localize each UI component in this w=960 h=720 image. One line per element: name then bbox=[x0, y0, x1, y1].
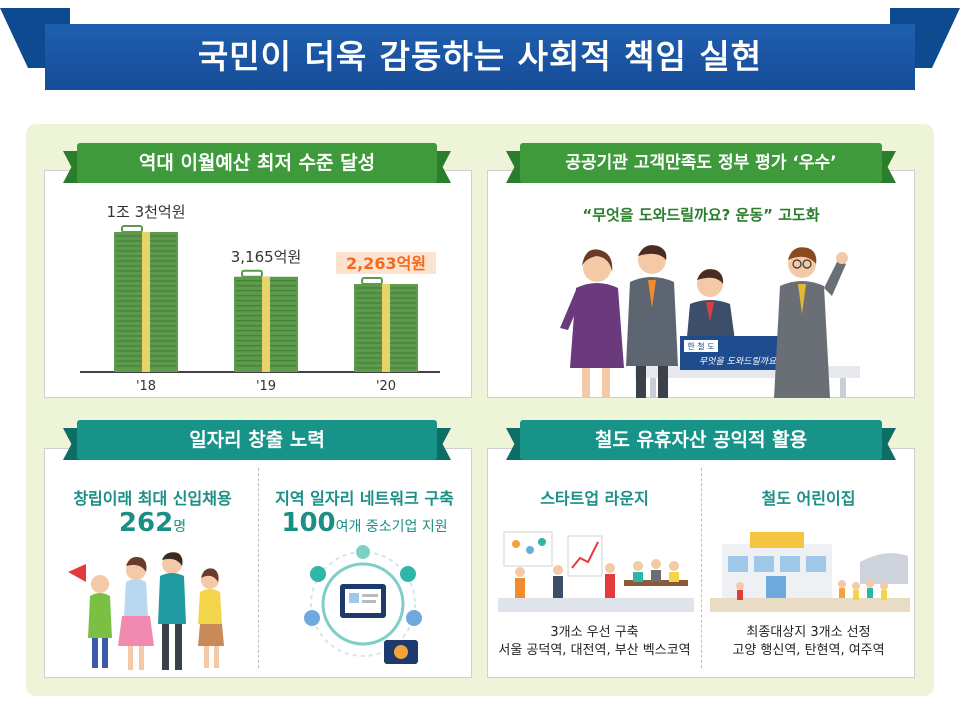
ribbon-carryover-budget: 역대 이월예산 최저 수준 달성 bbox=[63, 143, 451, 183]
daycare-caption-line2: 고양 행신역, 탄현역, 여주역 bbox=[732, 643, 885, 658]
tick-label-1: '19 bbox=[256, 379, 276, 394]
job-network-illustration bbox=[304, 545, 422, 664]
startup-heading: 스타트업 라운지 bbox=[540, 489, 649, 508]
startup-caption-line2: 서울 공덕역, 대전역, 부산 벡스코역 bbox=[498, 643, 691, 658]
daycare-heading: 철도 어린이집 bbox=[761, 489, 856, 508]
ribbon-label: 역대 이월예산 최저 수준 달성 bbox=[77, 143, 437, 183]
tick-label-2: '20 bbox=[376, 379, 396, 394]
hiring-number: 262 bbox=[118, 508, 174, 538]
new-employees-illustration bbox=[68, 552, 224, 670]
hiring-unit: 명 bbox=[173, 519, 187, 535]
ribbon-label: 공공기관 고객만족도 정부 평가 ‘우수’ bbox=[520, 143, 882, 183]
startup-caption-line1: 3개소 우선 구축 bbox=[550, 625, 639, 640]
startup-caption: 3개소 우선 구축 서울 공덕역, 대전역, 부산 벡스코역 bbox=[492, 624, 697, 660]
bar-1 bbox=[234, 269, 298, 372]
ribbon-label: 철도 유휴자산 공익적 활용 bbox=[520, 420, 882, 460]
rail-daycare-illustration bbox=[710, 532, 910, 612]
ribbon-idle-assets: 철도 유휴자산 공익적 활용 bbox=[506, 420, 896, 460]
network-stat: 100여개 중소기업 지원 bbox=[262, 508, 467, 538]
network-number: 100 bbox=[281, 508, 336, 538]
daycare-caption-line1: 최종대상지 3개소 선정 bbox=[746, 625, 871, 640]
satisfaction-subtitle: “무엇을 도와드릴까요? 운동” 고도화 bbox=[582, 206, 820, 224]
header: 국민이 더욱 감동하는 사회적 책임 실현 bbox=[0, 0, 960, 104]
value-label-1: 3,165억원 bbox=[231, 248, 302, 266]
startup-lounge-illustration bbox=[498, 531, 694, 612]
bar-2 bbox=[354, 277, 418, 372]
sign-top-label: 한 철 도 bbox=[687, 341, 714, 351]
hiring-heading: 창립이래 최대 신입채용 bbox=[73, 489, 232, 508]
network-unit: 여개 중소기업 지원 bbox=[335, 519, 448, 535]
value-label-2: 2,263억원 bbox=[346, 254, 426, 273]
office-staff-illustration: 한 철 도 무엇을 도와드릴까요? bbox=[560, 245, 860, 398]
bar-chart: 1조 3천억원 '18 3,165억원 '19 2,263억원 '20 bbox=[80, 203, 440, 394]
network-heading: 지역 일자리 네트워크 구축 bbox=[275, 489, 454, 508]
ribbon-job-creation: 일자리 창출 노력 bbox=[63, 420, 451, 460]
divider bbox=[258, 468, 259, 668]
ribbon-label: 일자리 창출 노력 bbox=[77, 420, 437, 460]
value-label-0: 1조 3천억원 bbox=[106, 203, 185, 221]
hiring-stat: 262명 bbox=[50, 508, 255, 538]
page-title: 국민이 더욱 감동하는 사회적 책임 실현 bbox=[197, 37, 763, 76]
ribbon-customer-satisfaction: 공공기관 고객만족도 정부 평가 ‘우수’ bbox=[506, 143, 896, 183]
value-label-highlight bbox=[336, 252, 436, 275]
daycare-caption: 최종대상지 3개소 선정 고양 행신역, 탄현역, 여주역 bbox=[706, 624, 911, 660]
header-band bbox=[45, 24, 915, 90]
divider bbox=[701, 468, 702, 668]
sign-text: 무엇을 도와드릴까요? bbox=[699, 356, 781, 367]
bar-0 bbox=[114, 225, 178, 372]
tick-label-0: '18 bbox=[136, 379, 156, 394]
